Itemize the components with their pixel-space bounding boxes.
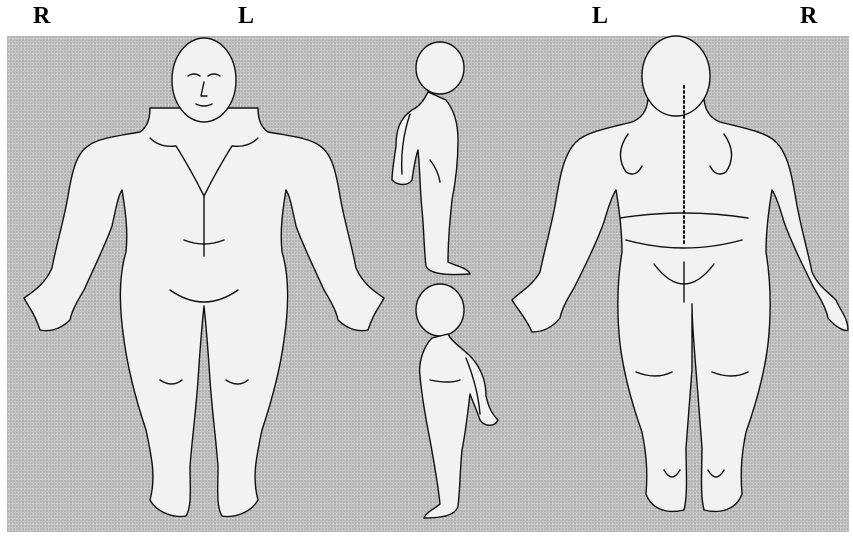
side-body-outline-lower	[420, 334, 498, 518]
back-body-figure	[512, 36, 848, 511]
back-head	[642, 36, 710, 116]
side-body-outline-upper	[392, 92, 470, 275]
side-head-upper	[416, 42, 464, 94]
side-body-figure-upper	[392, 42, 470, 275]
side-body-figure-lower	[416, 284, 498, 518]
back-body-outline	[512, 96, 848, 511]
front-body-outline	[24, 108, 384, 516]
front-head	[172, 38, 236, 122]
side-head-lower	[416, 284, 464, 336]
front-body-figure	[24, 38, 384, 516]
